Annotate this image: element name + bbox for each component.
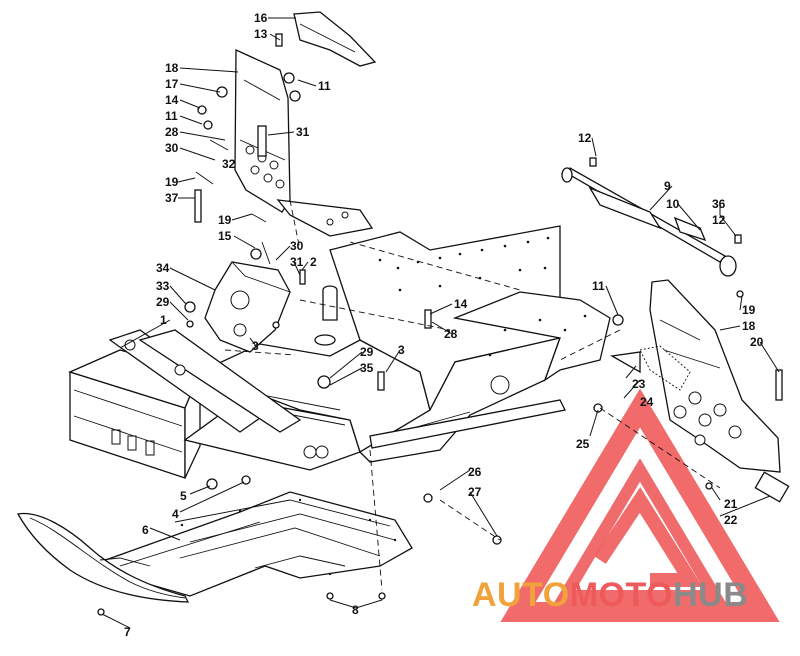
callout-3: 3 bbox=[398, 343, 405, 357]
callout-15: 15 bbox=[218, 229, 232, 243]
mesh-area bbox=[639, 345, 691, 391]
callout-32: 32 bbox=[222, 157, 236, 171]
callout-10: 10 bbox=[666, 197, 680, 211]
callout-33: 33 bbox=[156, 279, 170, 293]
chassis-frame bbox=[68, 225, 611, 479]
callout-14: 14 bbox=[165, 93, 179, 107]
watermark-part2: MOTO bbox=[570, 576, 673, 614]
cross-shaft bbox=[561, 157, 742, 277]
callout-35: 35 bbox=[360, 361, 374, 375]
callout-18: 18 bbox=[742, 319, 756, 333]
callout-11: 11 bbox=[318, 79, 331, 93]
watermark-part1: AUTO bbox=[472, 576, 570, 614]
callout-19: 19 bbox=[218, 213, 232, 227]
callout-34: 34 bbox=[156, 261, 170, 275]
callout-2: 2 bbox=[310, 255, 317, 269]
callout-labels: 16 13 18 17 11 14 11 28 31 30 32 19 37 1… bbox=[124, 11, 764, 639]
callout-7: 7 bbox=[124, 625, 131, 639]
callout-26: 26 bbox=[468, 465, 482, 479]
callout-11: 11 bbox=[592, 279, 605, 293]
callout-9: 9 bbox=[664, 179, 671, 193]
callout-19: 19 bbox=[165, 175, 179, 189]
watermark-logo-icon bbox=[500, 388, 780, 622]
callout-31: 31 bbox=[290, 255, 304, 269]
callout-14: 14 bbox=[454, 297, 468, 311]
callout-23: 23 bbox=[632, 377, 646, 391]
callout-16: 16 bbox=[254, 11, 268, 25]
callout-3: 3 bbox=[252, 339, 259, 353]
callout-12: 12 bbox=[712, 213, 726, 227]
leader-lines bbox=[101, 17, 780, 629]
callout-5: 5 bbox=[180, 489, 187, 503]
callout-29: 29 bbox=[360, 345, 374, 359]
callout-29: 29 bbox=[156, 295, 170, 309]
callout-31: 31 bbox=[296, 125, 310, 139]
front-skid bbox=[16, 512, 190, 603]
callout-1: 1 bbox=[160, 313, 167, 327]
callout-18: 18 bbox=[165, 61, 179, 75]
engine-mount-bracket bbox=[184, 241, 306, 353]
side-plate bbox=[610, 279, 790, 503]
belly-pan bbox=[98, 491, 413, 597]
callout-27: 27 bbox=[468, 485, 482, 499]
callout-37: 37 bbox=[165, 191, 179, 205]
callout-13: 13 bbox=[254, 27, 268, 41]
callout-6: 6 bbox=[142, 523, 149, 537]
callout-21: 21 bbox=[724, 497, 738, 511]
callout-20: 20 bbox=[750, 335, 764, 349]
fasteners bbox=[97, 290, 744, 616]
callout-30: 30 bbox=[290, 239, 304, 253]
watermark-text: AUTOMOTOHUB bbox=[472, 576, 748, 614]
watermark-part3: HUB bbox=[673, 576, 748, 614]
callout-36: 36 bbox=[712, 197, 726, 211]
callout-28: 28 bbox=[165, 125, 179, 139]
callout-19: 19 bbox=[742, 303, 756, 317]
callout-24: 24 bbox=[640, 395, 654, 409]
watermark: AUTOMOTOHUB bbox=[472, 388, 780, 622]
callout-22: 22 bbox=[724, 513, 738, 527]
callout-17: 17 bbox=[165, 77, 179, 91]
callout-30: 30 bbox=[165, 141, 179, 155]
callout-11: 11 bbox=[165, 109, 178, 123]
callout-4: 4 bbox=[172, 507, 179, 521]
callout-8: 8 bbox=[352, 603, 359, 617]
callout-28: 28 bbox=[444, 327, 458, 341]
callout-12: 12 bbox=[578, 131, 592, 145]
steering-post bbox=[194, 11, 377, 237]
callout-25: 25 bbox=[576, 437, 590, 451]
